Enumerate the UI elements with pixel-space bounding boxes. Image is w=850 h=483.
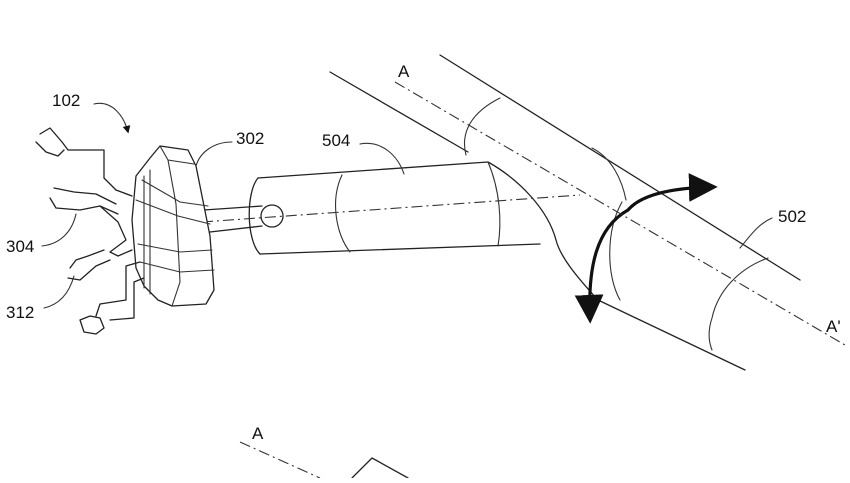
label-312: 312 — [6, 303, 34, 322]
label-axis-a-lower: A — [252, 424, 264, 443]
leader-lines — [41, 102, 773, 479]
axis-lines — [201, 81, 846, 479]
handle-504 — [248, 161, 599, 301]
label-504: 504 — [322, 131, 350, 150]
label-axis-a-prime: A' — [826, 317, 841, 336]
electrode-contacts — [35, 127, 145, 335]
label-304: 304 — [6, 237, 34, 256]
reference-labels: 102 302 504 502 304 312 A A' A — [6, 62, 841, 443]
shaft-502 — [329, 54, 801, 371]
label-102: 102 — [52, 91, 80, 110]
rotation-arrow-icon — [574, 173, 718, 324]
label-302: 302 — [236, 129, 264, 148]
label-502: 502 — [778, 207, 806, 226]
electrode-holder-302 — [131, 145, 215, 307]
label-axis-a: A — [398, 62, 410, 81]
stem — [203, 205, 263, 233]
